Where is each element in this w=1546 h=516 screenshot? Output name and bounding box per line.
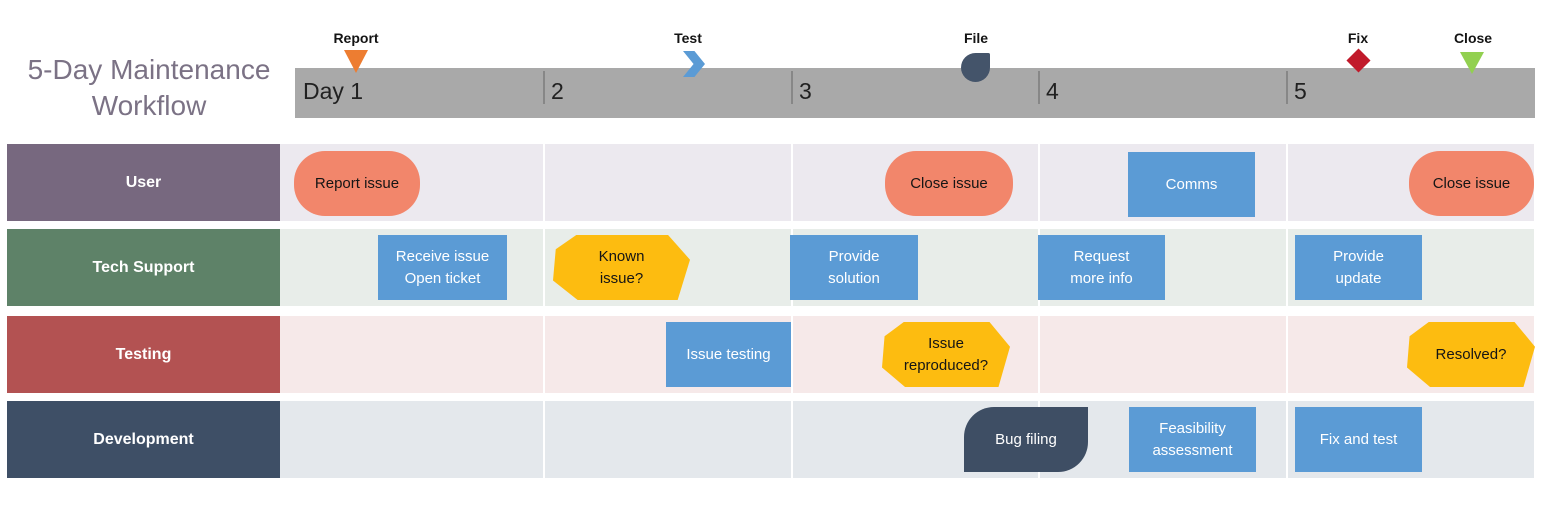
task-label: Known bbox=[598, 247, 645, 265]
milestone-label-report: Report bbox=[333, 30, 379, 46]
lane-label-development: Development bbox=[93, 430, 194, 448]
task-label: Issue testing bbox=[686, 345, 771, 363]
day-gridline bbox=[1286, 118, 1288, 478]
day-label-5: 5 bbox=[1294, 78, 1307, 104]
file-teardrop-icon[interactable] bbox=[961, 53, 990, 82]
lane-header-user: User bbox=[7, 144, 280, 221]
task-label: solution bbox=[828, 269, 880, 287]
report-triangle-down-icon[interactable] bbox=[344, 50, 368, 73]
close-triangle-down-icon[interactable] bbox=[1460, 52, 1484, 74]
task-label: Open ticket bbox=[404, 269, 481, 287]
lane-header-testing: Testing bbox=[7, 316, 280, 393]
timeline-bar bbox=[295, 68, 1535, 118]
lane-header-development: Development bbox=[7, 401, 280, 478]
task-label: Close issue bbox=[910, 174, 988, 192]
task-label: Request bbox=[1073, 247, 1130, 265]
day-label-2: 2 bbox=[551, 78, 564, 104]
milestone-label-fix: Fix bbox=[1347, 30, 1369, 46]
task-label: reproduced? bbox=[903, 356, 989, 374]
title-line-1: 5-Day Maintenance bbox=[27, 54, 271, 85]
task-label: update bbox=[1335, 269, 1382, 287]
day-tick bbox=[1038, 71, 1040, 104]
day-label-1: Day 1 bbox=[303, 78, 364, 104]
task-label: Issue bbox=[928, 334, 964, 352]
task-label: Feasibility bbox=[1159, 419, 1226, 437]
day-tick bbox=[791, 71, 793, 104]
lane-label-tech-support: Tech Support bbox=[92, 258, 195, 276]
task-label: Comms bbox=[1165, 175, 1218, 193]
task-report-issue[interactable]: Report issue bbox=[294, 151, 420, 216]
task-fix-and-test[interactable]: Fix and test bbox=[1295, 407, 1422, 472]
day-label-4: 4 bbox=[1046, 78, 1059, 104]
task-receive-issue-open-ticket[interactable]: Receive issue Open ticket bbox=[378, 235, 507, 300]
task-provide-update[interactable]: Provide update bbox=[1295, 235, 1422, 300]
task-provide-solution[interactable]: Provide solution bbox=[790, 235, 918, 300]
task-label: Provide bbox=[828, 247, 880, 265]
milestone-label-close: Close bbox=[1453, 30, 1493, 46]
task-bug-filing[interactable]: Bug filing bbox=[964, 407, 1088, 472]
task-label: Fix and test bbox=[1319, 430, 1398, 448]
test-chevron-right-icon[interactable] bbox=[683, 51, 705, 77]
day-tick bbox=[543, 71, 545, 104]
task-label: Resolved? bbox=[1435, 345, 1507, 363]
task-comms[interactable]: Comms bbox=[1128, 152, 1255, 217]
task-label: Report issue bbox=[314, 174, 400, 192]
lane-label-user: User bbox=[125, 173, 162, 191]
task-label: Provide bbox=[1333, 247, 1384, 265]
task-label: assessment bbox=[1152, 441, 1233, 459]
page-title: 5-Day Maintenance Workflow bbox=[8, 52, 290, 125]
task-request-more-info[interactable]: Request more info bbox=[1038, 235, 1165, 300]
task-resolved-decision[interactable]: Resolved? bbox=[1407, 322, 1535, 387]
day-tick bbox=[1286, 71, 1288, 104]
milestone-label-test: Test bbox=[674, 30, 702, 46]
task-label: Close issue bbox=[1432, 174, 1511, 192]
task-feasibility-assessment[interactable]: Feasibility assessment bbox=[1129, 407, 1256, 472]
task-label: Bug filing bbox=[995, 430, 1057, 448]
task-issue-testing[interactable]: Issue testing bbox=[666, 322, 791, 387]
title-line-2: Workflow bbox=[91, 90, 207, 122]
task-label: issue? bbox=[599, 269, 644, 287]
task-close-issue-day5[interactable]: Close issue bbox=[1409, 151, 1534, 216]
task-known-issue-decision[interactable]: Known issue? bbox=[553, 235, 690, 300]
lane-label-testing: Testing bbox=[115, 345, 172, 363]
task-issue-reproduced-decision[interactable]: Issue reproduced? bbox=[882, 322, 1010, 387]
milestone-label-file: File bbox=[963, 30, 989, 46]
task-label: more info bbox=[1070, 269, 1133, 287]
day-gridline bbox=[543, 118, 545, 478]
task-label: Receive issue bbox=[395, 247, 490, 265]
day-label-3: 3 bbox=[799, 78, 812, 104]
task-close-issue-day3[interactable]: Close issue bbox=[885, 151, 1013, 216]
lane-header-tech-support: Tech Support bbox=[7, 229, 280, 306]
